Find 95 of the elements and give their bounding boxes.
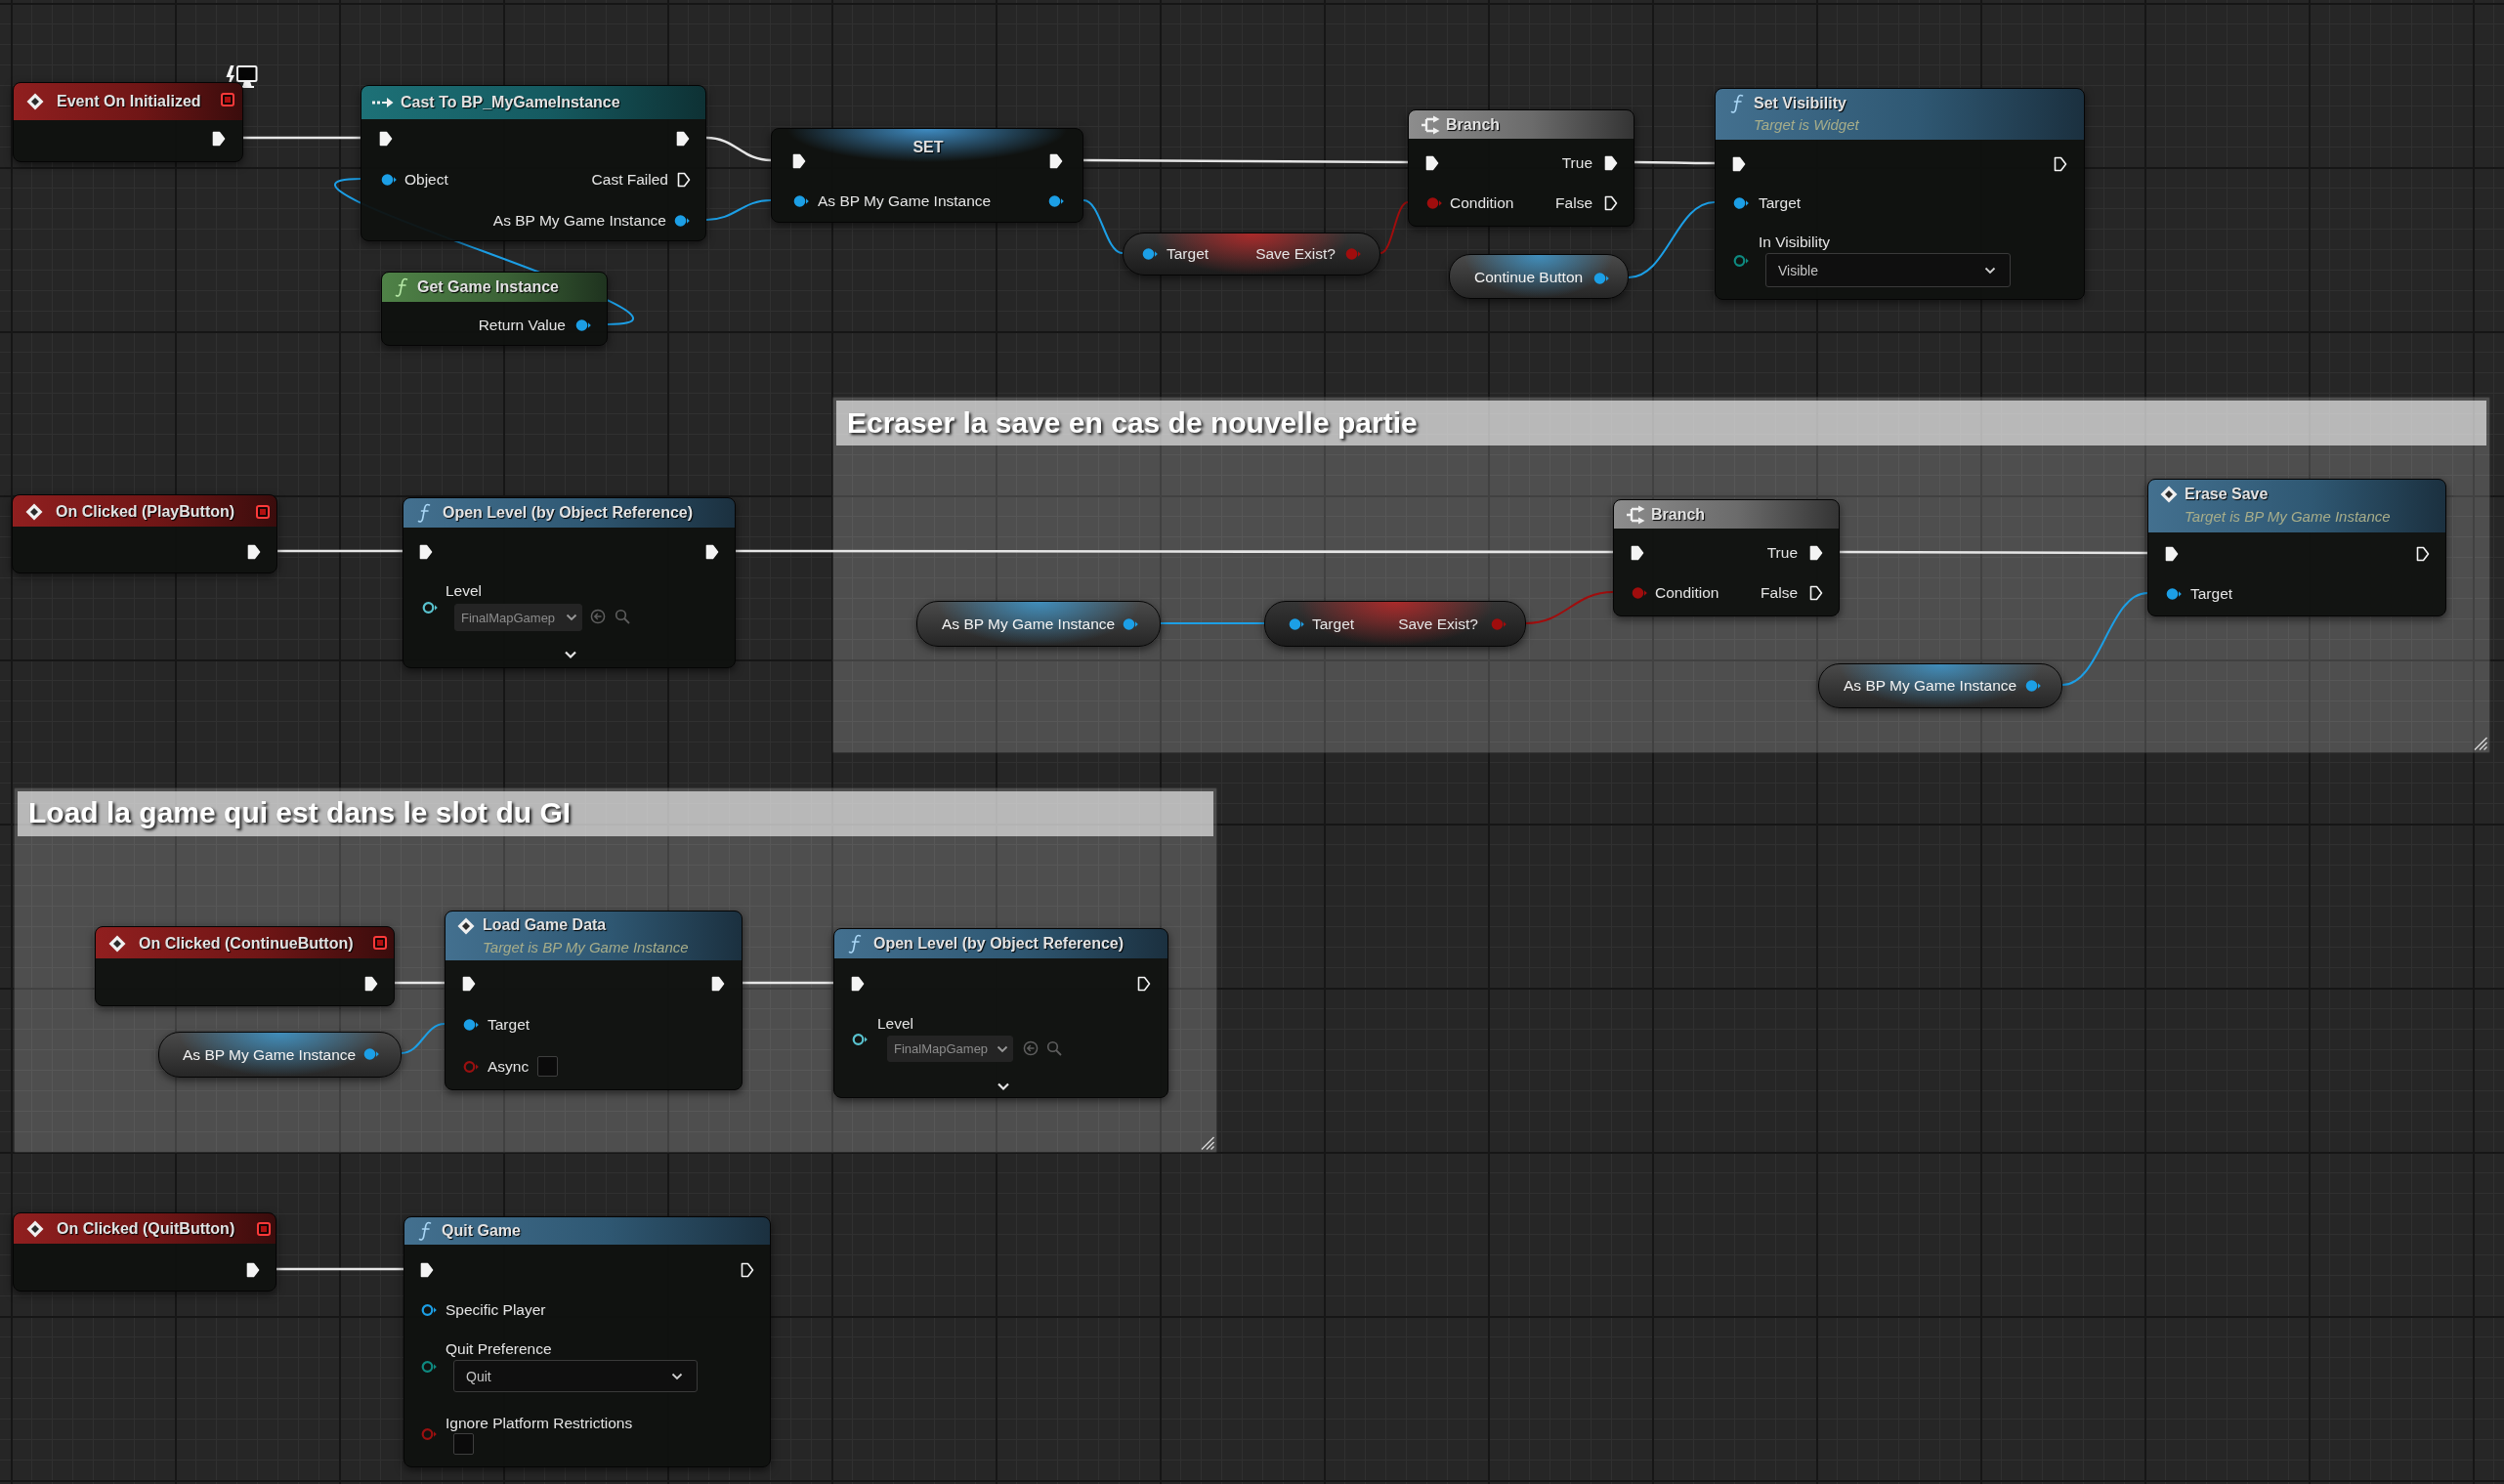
wire — [401, 1023, 446, 1054]
wire — [1840, 550, 2147, 555]
wire — [243, 136, 361, 140]
event-node — [95, 926, 395, 1006]
wire — [1160, 622, 1265, 624]
wire — [1634, 160, 1715, 165]
pin-label: Object — [404, 170, 448, 190]
pure-function-node — [1123, 233, 1380, 276]
pin-label: As BP My Game Instance — [818, 191, 992, 211]
pin-label: Level — [446, 581, 483, 601]
wire — [277, 549, 403, 553]
wire — [1082, 199, 1124, 254]
node-title: Load Game Data — [483, 915, 607, 935]
wire — [1628, 201, 1716, 278]
dropdown-field: FinalMapGamep — [454, 604, 582, 631]
pin-label: Ignore Platform Restrictions — [446, 1414, 633, 1433]
pin-label: True — [1561, 153, 1592, 173]
pin-label: Target — [1759, 193, 1802, 213]
variable-node — [158, 1032, 402, 1078]
comment-title: Load la game qui est dans le slot du GI — [28, 795, 572, 830]
branch-node — [1408, 109, 1634, 227]
function-node — [403, 497, 736, 668]
variable-label: As BP My Game Instance — [1844, 676, 2017, 696]
node-title: Get Game Instance — [417, 277, 559, 297]
wire — [395, 981, 445, 985]
pin-label: In Visibility — [1759, 233, 1830, 252]
node-title: On Clicked (PlayButton) — [56, 502, 235, 522]
pin-label: Quit Preference — [446, 1339, 552, 1359]
node-title: Quit Game — [442, 1221, 521, 1241]
set-node — [771, 128, 1083, 223]
dropdown-field: Visible — [1765, 253, 2011, 287]
comment-box — [14, 787, 1217, 1153]
comment-box — [832, 397, 2490, 753]
wire — [743, 981, 833, 985]
wire — [1379, 201, 1409, 254]
variable-node — [916, 601, 1161, 647]
variable-label: Continue Button — [1474, 268, 1584, 287]
pin-label: Save Exist? — [1398, 615, 1478, 634]
node-title: On Clicked (ContinueButton) — [139, 934, 354, 954]
variable-label: As BP My Game Instance — [183, 1045, 357, 1065]
node-subtitle: Target is BP My Game Instance — [483, 938, 689, 957]
wire — [2061, 592, 2148, 686]
variable-node — [1449, 254, 1629, 299]
dropdown-field: Quit — [453, 1360, 698, 1392]
variable-node — [1818, 663, 2062, 708]
function-node — [445, 911, 743, 1090]
node-subtitle: Target is Widget — [1754, 115, 1859, 135]
node-subtitle: Target is BP My Game Instance — [2185, 507, 2391, 527]
node-title: Erase Save — [2185, 485, 2269, 504]
node-title: Branch — [1446, 115, 1501, 135]
event-node — [13, 82, 243, 162]
node-title: SET — [912, 138, 944, 157]
pin-label: Target — [1167, 244, 1210, 264]
pin-label: Return Value — [478, 316, 566, 335]
node-title: Event On Initialized — [57, 92, 201, 111]
function-node — [2147, 479, 2446, 616]
pin-label: False — [1761, 583, 1798, 603]
branch-node — [1613, 499, 1840, 616]
wire — [736, 549, 1613, 554]
node-title: Set Visibility — [1754, 94, 1846, 113]
pin-label: Save Exist? — [1255, 244, 1336, 264]
comment-title: Ecraser la save en cas de nouvelle partie — [847, 405, 1418, 441]
pin-label: False — [1555, 193, 1592, 213]
function-node — [381, 272, 608, 346]
cast-node — [361, 85, 706, 241]
node-title: Open Level (by Object Reference) — [873, 934, 1125, 954]
event-node — [13, 1212, 276, 1292]
pin-label: Async — [488, 1057, 530, 1077]
node-title: Branch — [1651, 505, 1706, 525]
wire — [705, 199, 772, 221]
function-node — [1715, 88, 2085, 300]
wire — [1083, 158, 1408, 164]
node-title: Open Level (by Object Reference) — [443, 503, 694, 523]
function-node — [403, 1216, 771, 1467]
wire — [276, 1267, 403, 1271]
pure-function-node — [1264, 601, 1526, 647]
node-title: Cast To BP_MyGameInstance — [401, 93, 620, 112]
event-node — [12, 494, 277, 573]
wire — [705, 136, 772, 162]
variable-label: As BP My Game Instance — [942, 615, 1116, 634]
wire — [1525, 591, 1614, 624]
function-node — [833, 928, 1168, 1098]
wire — [336, 178, 632, 325]
pin-label: As BP My Game Instance — [492, 211, 666, 231]
pin-label: Target — [2190, 584, 2233, 604]
pin-label: Level — [877, 1014, 914, 1034]
pin-label: Specific Player — [446, 1300, 546, 1320]
pin-label: True — [1766, 543, 1798, 563]
pin-label: Target — [1312, 615, 1355, 634]
pin-label: Cast Failed — [591, 170, 668, 190]
pin-label: Target — [488, 1015, 531, 1035]
pin-label: Condition — [1450, 193, 1514, 213]
node-title: On Clicked (QuitButton) — [57, 1219, 235, 1239]
pin-label: Condition — [1655, 583, 1719, 603]
dropdown-field: FinalMapGamep — [887, 1036, 1013, 1062]
